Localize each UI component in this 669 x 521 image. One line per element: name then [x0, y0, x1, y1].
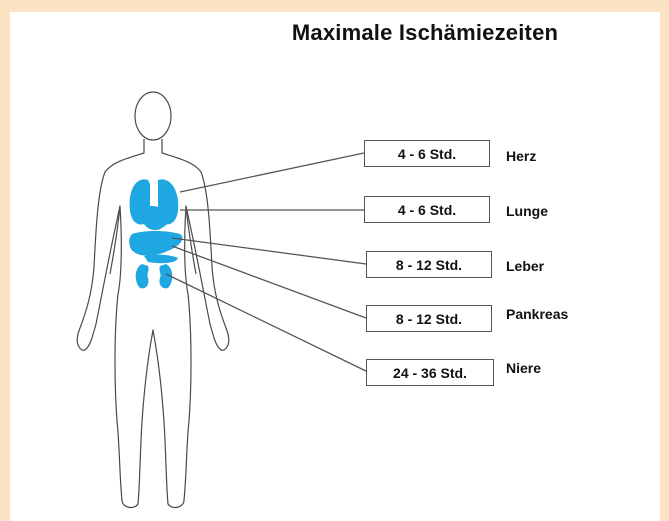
pancreas-icon: [144, 255, 178, 264]
time-box-leber: 8 - 12 Std.: [366, 251, 492, 278]
time-box-pankreas: 8 - 12 Std.: [366, 305, 492, 332]
leader-line-leber: [172, 238, 366, 264]
leader-line-niere: [166, 274, 368, 372]
diagram-canvas: Maximale Ischämiezeiten: [10, 12, 660, 521]
organs-group: [129, 179, 182, 288]
leader-lines: [166, 153, 368, 372]
organ-label-niere: Niere: [506, 360, 541, 376]
liver-icon: [129, 231, 182, 256]
organ-label-pankreas: Pankreas: [506, 306, 568, 322]
organ-label-leber: Leber: [506, 258, 544, 274]
time-box-niere: 24 - 36 Std.: [366, 359, 494, 386]
organ-label-lunge: Lunge: [506, 203, 548, 219]
kidney-icon: [136, 264, 149, 288]
body-figure: [10, 12, 660, 521]
organ-label-herz: Herz: [506, 148, 536, 164]
human-silhouette: [77, 92, 229, 507]
time-box-herz: 4 - 6 Std.: [364, 140, 490, 167]
leader-line-pankreas: [172, 246, 366, 318]
time-box-lunge: 4 - 6 Std.: [364, 196, 490, 223]
leader-line-herz: [180, 153, 364, 192]
